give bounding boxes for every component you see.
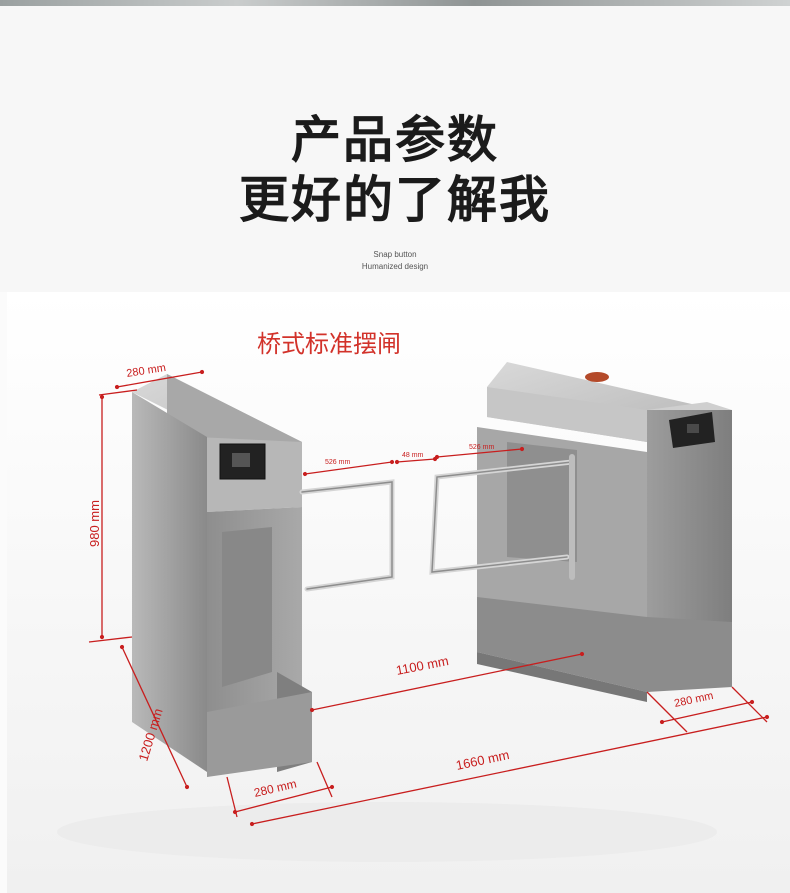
english-caption-2: Humanized design — [361, 262, 429, 271]
top-image-strip — [0, 0, 790, 6]
dim-gate-left: 526 mm — [325, 459, 350, 466]
product-caption: 桥式标准摆闸 — [257, 330, 401, 358]
dim-gap: 48 mm — [402, 452, 424, 459]
header-section — [0, 6, 790, 292]
english-caption-1: Snap button — [373, 250, 417, 259]
gate-right — [429, 454, 575, 580]
left-cabinet — [132, 374, 312, 777]
dimension-lines — [88, 369, 770, 827]
gate-left — [299, 479, 395, 592]
dim-gate-right: 526 mm — [469, 444, 494, 451]
dim-height: 980 mm — [87, 500, 102, 547]
page-subtitle: 更好的了解我 — [239, 171, 551, 229]
page-title: 产品参数 — [291, 111, 499, 169]
right-cabinet — [477, 362, 732, 702]
product-dimension-image: 桥式标准摆闸 — [7, 292, 790, 893]
